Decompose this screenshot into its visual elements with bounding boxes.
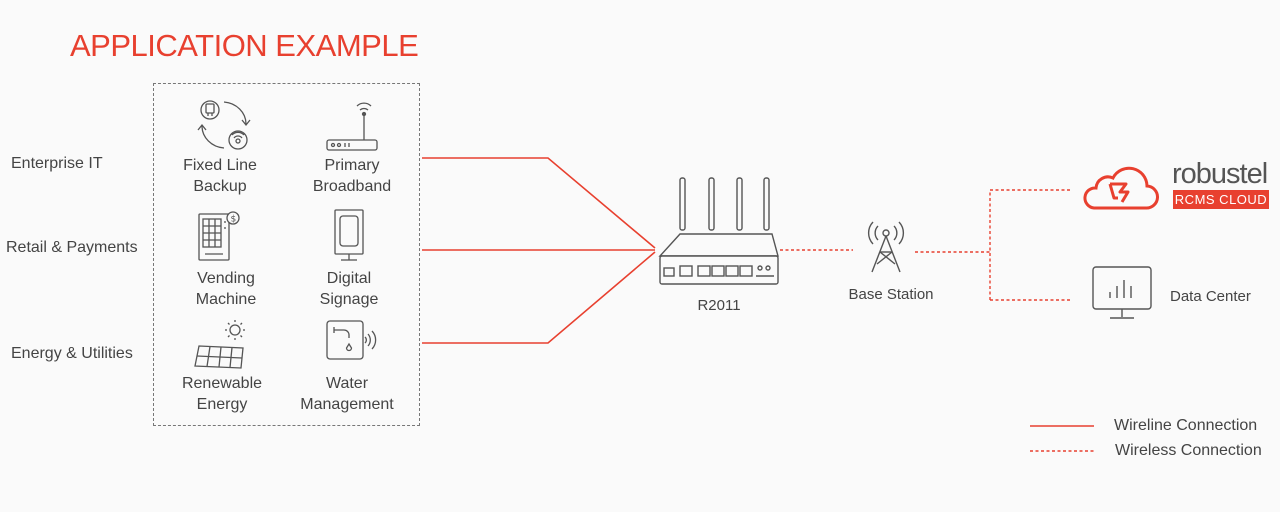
cell-tower-icon [867, 221, 905, 273]
device-water-management: Water Management [300, 375, 394, 413]
svg-text:$: $ [231, 215, 237, 225]
legend-wireless-label: Wireless Connection [1115, 442, 1262, 459]
rcms-cloud-badge: RCMS CLOUD [1173, 190, 1269, 209]
fixed-line-backup-icon [197, 100, 251, 150]
device-renewable-energy: Renewable Energy [181, 375, 263, 413]
category-retail-payments: Retail & Payments [6, 239, 138, 256]
router-label: R2011 [697, 297, 741, 314]
application-group-box [153, 83, 420, 426]
router-icon [658, 177, 779, 285]
water-meter-icon [326, 320, 377, 360]
base-station-label: Base Station [848, 286, 934, 303]
vending-machine-icon: $ [198, 211, 240, 261]
data-center-label: Data Center [1170, 288, 1251, 305]
broadband-router-icon [326, 102, 378, 151]
page-title: APPLICATION EXAMPLE [70, 28, 419, 63]
category-energy-utilities: Energy & Utilities [11, 345, 133, 362]
device-fixed-line-backup: Fixed Line Backup [183, 157, 257, 195]
device-vending-machine: Vending Machine [195, 270, 257, 308]
category-enterprise-it: Enterprise IT [11, 155, 103, 172]
device-digital-signage: Digital Signage [319, 270, 379, 308]
wireless-junction-cloud [989, 189, 1070, 300]
brand-wordmark: robustel [1172, 158, 1268, 190]
monitor-icon [1092, 266, 1152, 319]
wireline-enterprise [422, 157, 656, 249]
device-primary-broadband: Primary Broadband [312, 157, 392, 195]
digital-signage-icon [334, 209, 364, 261]
cloud-logo-icon [1083, 166, 1159, 210]
wireline-energy [422, 251, 656, 344]
solar-panel-icon [194, 320, 245, 369]
legend-wireline-label: Wireline Connection [1114, 417, 1258, 434]
